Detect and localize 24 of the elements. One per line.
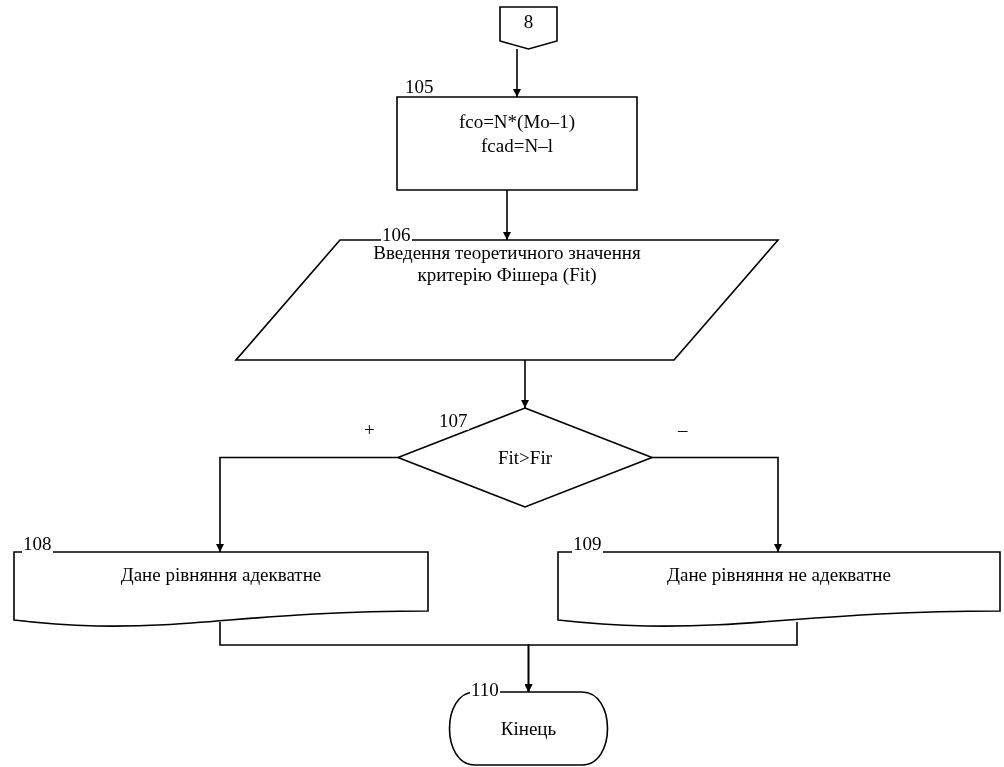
node-text: Дане рівняння адекватне — [119, 564, 323, 586]
arrow — [503, 189, 511, 241]
node-text: Дане рівняння не адекватне — [666, 564, 892, 586]
arrow — [216, 456, 399, 553]
edge-label: + — [364, 419, 375, 440]
step-number: 109 — [572, 535, 603, 553]
step-number: 110 — [470, 681, 500, 699]
step-number: 106 — [381, 226, 412, 244]
arrow — [524, 621, 798, 693]
arrow — [521, 359, 529, 409]
node-text: Кінець — [499, 717, 558, 740]
node-text: fco=N*(Mo–1) — [457, 111, 577, 133]
arrow — [651, 456, 782, 553]
offpage-connector — [500, 7, 557, 49]
step-number: 107 — [438, 412, 469, 430]
step-number: 108 — [22, 535, 53, 553]
node-text: fcad=N–l — [480, 135, 554, 157]
edge-label: – — [678, 419, 688, 440]
node-text: Fit>Fir — [497, 446, 553, 469]
decision-diamond — [398, 408, 652, 507]
node-text: 8 — [522, 11, 535, 33]
arrow — [513, 48, 521, 98]
node-text: Введення теоретичного значення критерію Фішера (Fit) — [372, 242, 642, 286]
step-number: 105 — [404, 78, 435, 96]
